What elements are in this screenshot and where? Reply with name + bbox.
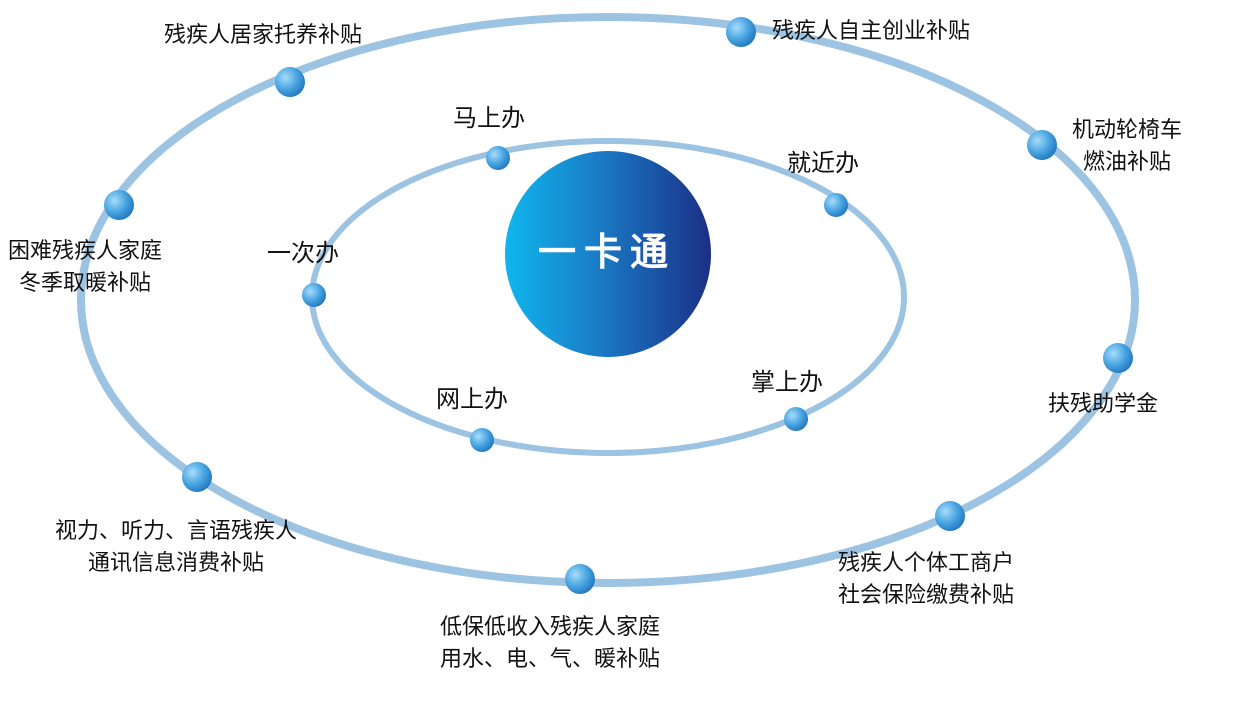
inner-dot-wangshang	[470, 428, 494, 452]
outer-dot-kunnan	[104, 190, 134, 220]
label-yici: 一次办	[267, 239, 339, 267]
inner-dot-zhangshang	[784, 407, 808, 431]
label-jiujin: 就近办	[787, 149, 859, 177]
outer-dot-dibao	[565, 564, 595, 594]
outer-dot-tongxun	[182, 462, 212, 492]
center-title: 一卡通	[537, 230, 676, 274]
inner-dot-yici	[302, 283, 326, 307]
label-mashang: 马上办	[453, 104, 525, 132]
label-dibao: 低保低收入残疾人家庭 用水、电、气、暖补贴	[440, 615, 661, 672]
label-jujia: 残疾人居家托养补贴	[164, 23, 363, 48]
center-circle	[505, 151, 711, 357]
label-zhangshang: 掌上办	[751, 368, 823, 396]
label-tongxun: 视力、听力、言语残疾人 通讯信息消费补贴	[55, 519, 298, 576]
outer-dot-zhuxue	[1103, 343, 1133, 373]
label-wangshang: 网上办	[436, 385, 508, 413]
label-chuangye: 残疾人自主创业补贴	[772, 19, 971, 44]
outer-dot-lunyi	[1027, 130, 1057, 160]
outer-dot-chuangye	[726, 17, 756, 47]
label-lunyi: 机动轮椅车 燃油补贴	[1072, 118, 1183, 175]
outer-dot-getihu	[935, 501, 965, 531]
label-getihu: 残疾人个体工商户 社会保险缴费补贴	[838, 551, 1015, 608]
label-zhuxue: 扶残助学金	[1048, 392, 1159, 417]
outer-dot-jujia	[275, 67, 305, 97]
inner-dot-jiujin	[824, 193, 848, 217]
outer-ring	[77, 13, 1139, 587]
inner-dot-mashang	[486, 146, 510, 170]
label-kunnan: 困难残疾人家庭 冬季取暖补贴	[8, 239, 163, 296]
